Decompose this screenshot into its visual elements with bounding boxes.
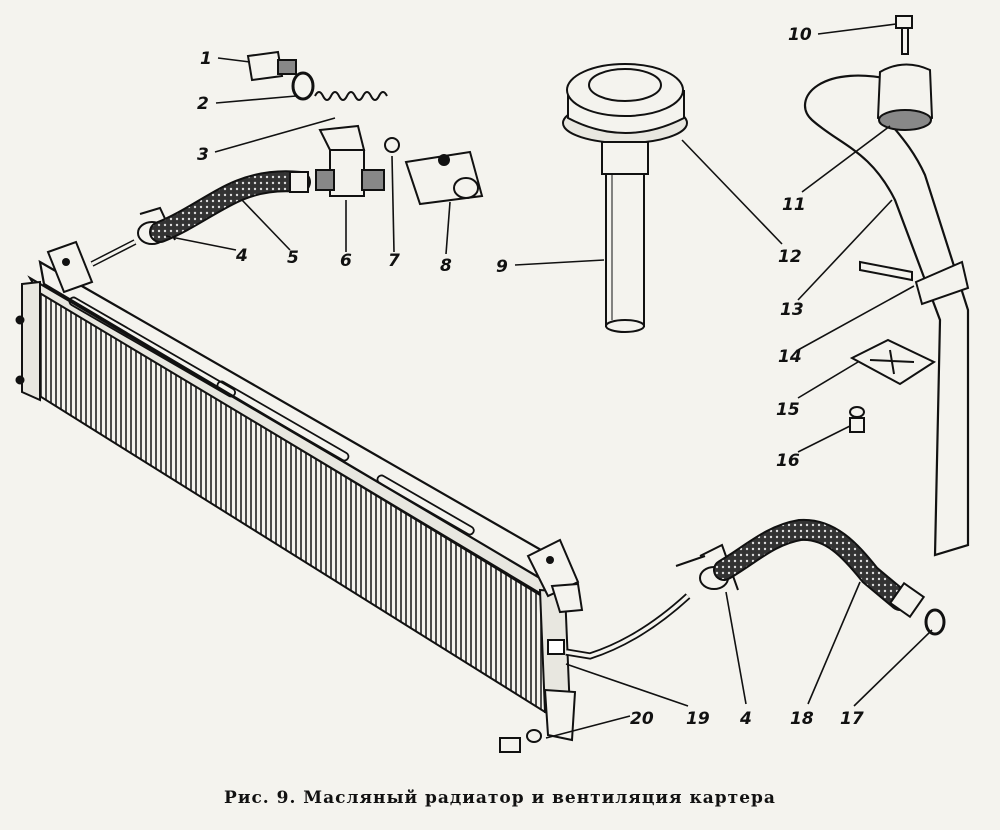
upper-hose-assembly xyxy=(90,50,484,267)
label-7: 7 xyxy=(388,251,400,271)
label-12: 12 xyxy=(778,247,802,267)
label-19: 19 xyxy=(686,709,710,729)
label-5: 5 xyxy=(287,248,299,268)
label-4-upper: 4 xyxy=(235,246,248,266)
label-10: 10 xyxy=(788,25,812,45)
lower-hose-assembly xyxy=(499,518,946,753)
label-3: 3 xyxy=(197,145,209,165)
label-13: 13 xyxy=(780,300,804,320)
label-17: 17 xyxy=(840,709,864,729)
label-2: 2 xyxy=(197,94,209,114)
part-labels: 1 2 3 4 4 5 6 7 8 9 10 11 12 13 14 15 16… xyxy=(197,25,864,729)
label-1: 1 xyxy=(200,49,212,69)
label-8: 8 xyxy=(440,256,452,276)
breather-filter xyxy=(562,63,688,333)
label-9: 9 xyxy=(496,257,508,277)
label-4-lower: 4 xyxy=(739,709,752,729)
breather-pipe xyxy=(803,15,970,557)
label-15: 15 xyxy=(776,400,800,420)
label-6: 6 xyxy=(340,251,352,271)
label-14: 14 xyxy=(778,347,802,367)
label-18: 18 xyxy=(790,709,814,729)
label-11: 11 xyxy=(782,195,806,215)
oil-radiator xyxy=(15,240,584,742)
label-16: 16 xyxy=(776,451,800,471)
label-20: 20 xyxy=(630,709,654,729)
leader-lines xyxy=(165,23,933,739)
figure-caption: Рис. 9. Масляный радиатор и вентиляция к… xyxy=(224,788,776,808)
